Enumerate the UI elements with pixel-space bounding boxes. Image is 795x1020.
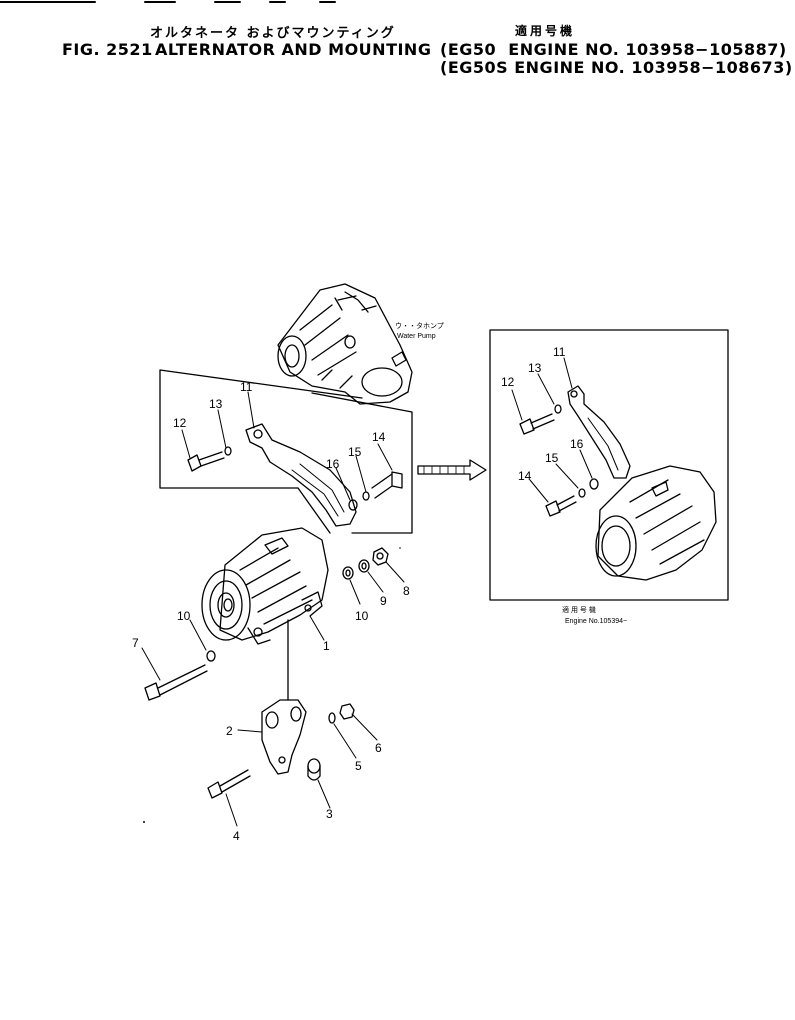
- water-pump-jp-label: ウ・・タホンプ: [395, 321, 444, 330]
- bolt-14: [371, 471, 403, 499]
- nut-6: [339, 703, 355, 720]
- inset-callout-15: 15: [545, 451, 559, 465]
- callout-3: 3: [326, 807, 333, 821]
- washer-13: [224, 446, 232, 456]
- inset-serial-jp: 適 用 号 機: [562, 605, 596, 614]
- inset-callout-12: 12: [501, 375, 515, 389]
- alternator-main: [201, 527, 329, 645]
- callout-1: 1: [323, 639, 330, 653]
- inset-detail-box: [489, 329, 729, 601]
- inset-bolt-12: [519, 413, 555, 435]
- callout-6: 6: [375, 741, 382, 755]
- callout-4: 4: [233, 829, 240, 843]
- callout-15: 15: [348, 445, 362, 459]
- inset-adjusting-strap-11: [567, 385, 631, 479]
- inset-washer-16: [589, 478, 599, 490]
- callout-13: 13: [209, 397, 223, 411]
- callout-7: 7: [132, 636, 139, 650]
- figure-number: FIG. 2521: [62, 40, 153, 59]
- inset-washer-13: [554, 404, 562, 414]
- scan-specks: [143, 547, 401, 823]
- callout-10-front: 10: [177, 609, 191, 623]
- inset-alternator: [595, 465, 717, 581]
- inset-callout-14: 14: [518, 469, 532, 483]
- callout-16: 16: [326, 457, 340, 471]
- mounting-bracket-2: [261, 619, 307, 775]
- bolt-7: [144, 664, 208, 701]
- figure-title: ALTERNATOR AND MOUNTING: [155, 40, 432, 59]
- callout-14: 14: [372, 430, 386, 444]
- inset-serial-en: Engine No.105394~: [565, 618, 627, 625]
- callout-12: 12: [173, 416, 187, 430]
- spacer-3: [307, 758, 321, 781]
- callout-2: 2: [226, 724, 233, 738]
- bracket-detail-box: [159, 369, 413, 534]
- washer-10-front: [206, 650, 216, 662]
- leader-lines: [141, 357, 593, 827]
- inset-callout-11: 11: [553, 345, 566, 359]
- bolt-12: [187, 451, 225, 472]
- reference-arrow: [417, 459, 487, 481]
- callout-11: 11: [240, 380, 253, 394]
- inset-bolt-14: [545, 495, 577, 517]
- callout-5: 5: [355, 759, 362, 773]
- callout-9: 9: [380, 594, 387, 608]
- inset-callout-13: 13: [528, 361, 542, 375]
- applicability-japanese: 適用号機: [515, 24, 576, 38]
- bolt-4: [207, 769, 251, 799]
- water-pump-illustration: [277, 283, 413, 405]
- inset-washer-15: [578, 488, 586, 498]
- washer-10-rear: [342, 566, 354, 580]
- washer-15: [362, 491, 370, 501]
- callout-10-rear: 10: [355, 609, 369, 623]
- applicability-eg50s: (EG50S ENGINE NO. 103958−108673): [440, 58, 793, 77]
- title-japanese: オルタネータ およびマウンティング: [150, 26, 396, 41]
- inset-callout-16: 16: [570, 437, 584, 451]
- adjusting-strap-11: [245, 423, 357, 527]
- water-pump-en-label: Water Pump: [397, 333, 436, 340]
- washer-5: [328, 712, 336, 724]
- washer-16: [348, 499, 358, 511]
- callout-8: 8: [403, 584, 410, 598]
- washer-9: [358, 559, 370, 573]
- applicability-eg50: (EG50 ENGINE NO. 103958−105887): [440, 40, 787, 59]
